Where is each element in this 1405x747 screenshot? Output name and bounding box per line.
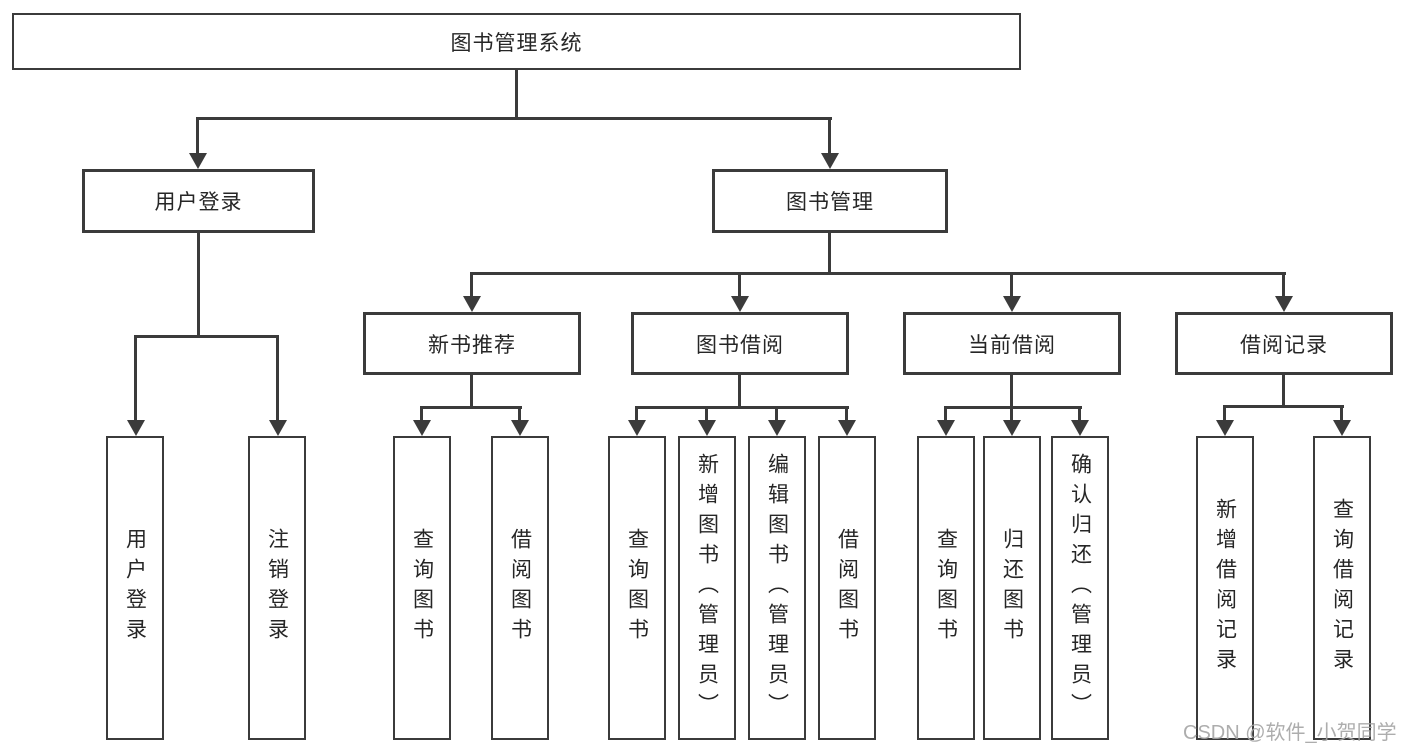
arrow-down-icon [1340, 405, 1343, 420]
leaf-confirm-return-admin-label: 确认归还（管理员） [1068, 453, 1092, 723]
leaf-logout-label: 注销登录 [265, 528, 289, 648]
node-user-login-label: 用户登录 [154, 191, 243, 214]
connector-line-horizontal [470, 272, 1286, 275]
leaf-query-books-current: 查询图书 [917, 436, 975, 740]
arrow-down-icon [470, 272, 473, 296]
arrow-down-icon [1010, 406, 1013, 420]
csdn-watermark: CSDN @软件_小贺同学 [1183, 722, 1397, 744]
connector-line-horizontal [944, 406, 1082, 409]
arrow-down-icon [1223, 405, 1226, 420]
arrow-down-icon [420, 406, 423, 420]
node-borrowing-records-label: 借阅记录 [1240, 333, 1328, 357]
arrow-down-icon [705, 406, 708, 420]
connector-line-horizontal [197, 117, 832, 120]
node-root-system: 图书管理系统 [12, 13, 1021, 70]
leaf-query-books-borrowing-label: 查询图书 [625, 528, 649, 648]
connector-line-horizontal [1223, 405, 1344, 408]
node-book-borrowing-label: 图书借阅 [696, 333, 784, 357]
node-root-label: 图书管理系统 [450, 31, 583, 55]
leaf-return-book-label: 归还图书 [1000, 528, 1024, 648]
connector-line-vertical [197, 233, 200, 335]
leaf-return-book: 归还图书 [983, 436, 1041, 740]
leaf-add-borrow-record: 新增借阅记录 [1196, 436, 1254, 740]
node-new-book-recommend: 新书推荐 [363, 312, 581, 375]
node-book-management: 图书管理 [712, 169, 948, 233]
arrow-down-icon [134, 335, 137, 420]
connector-line-vertical [1010, 375, 1013, 406]
node-current-borrowing-label: 当前借阅 [968, 333, 1056, 357]
leaf-edit-book-admin-label: 编辑图书（管理员） [765, 453, 789, 723]
leaf-query-borrow-record: 查询借阅记录 [1313, 436, 1371, 740]
node-borrowing-records: 借阅记录 [1175, 312, 1393, 375]
leaf-query-books-recommend-label: 查询图书 [410, 528, 434, 648]
leaf-add-borrow-record-label: 新增借阅记录 [1213, 498, 1237, 678]
leaf-user-login-label: 用户登录 [123, 528, 147, 648]
node-book-management-label: 图书管理 [786, 191, 874, 214]
connector-line-horizontal [420, 406, 522, 409]
arrow-down-icon [635, 406, 638, 420]
node-user-login: 用户登录 [82, 169, 315, 233]
leaf-query-borrow-record-label: 查询借阅记录 [1330, 498, 1354, 678]
connector-line-vertical [828, 233, 831, 275]
leaf-edit-book-admin: 编辑图书（管理员） [748, 436, 806, 740]
leaf-user-login: 用户登录 [106, 436, 164, 740]
arrow-down-icon [828, 117, 831, 153]
arrow-down-icon [276, 335, 279, 420]
arrow-down-icon [845, 406, 848, 420]
node-new-book-recommend-label: 新书推荐 [428, 333, 516, 357]
arrow-down-icon [944, 406, 947, 420]
connector-line-horizontal [635, 406, 849, 409]
leaf-query-books-current-label: 查询图书 [934, 528, 958, 648]
leaf-query-books-recommend: 查询图书 [393, 436, 451, 740]
connector-line-vertical [738, 375, 741, 406]
leaf-add-book-admin-label: 新增图书（管理员） [695, 453, 719, 723]
connector-line-vertical [1282, 375, 1285, 405]
leaf-borrow-book-label: 借阅图书 [835, 528, 859, 648]
leaf-confirm-return-admin: 确认归还（管理员） [1051, 436, 1109, 740]
arrow-down-icon [196, 117, 199, 153]
connector-line-vertical [470, 375, 473, 406]
arrow-down-icon [738, 272, 741, 296]
connector-line-horizontal [134, 335, 279, 338]
leaf-add-book-admin: 新增图书（管理员） [678, 436, 736, 740]
arrow-down-icon [1282, 272, 1285, 296]
leaf-logout: 注销登录 [248, 436, 306, 740]
node-book-borrowing: 图书借阅 [631, 312, 849, 375]
arrow-down-icon [518, 406, 521, 420]
arrow-down-icon [775, 406, 778, 420]
leaf-borrow-book: 借阅图书 [818, 436, 876, 740]
leaf-borrow-books-recommend: 借阅图书 [491, 436, 549, 740]
arrow-down-icon [1010, 272, 1013, 296]
leaf-query-books-borrowing: 查询图书 [608, 436, 666, 740]
arrow-down-icon [1078, 406, 1081, 420]
connector-line-vertical [515, 70, 518, 117]
node-current-borrowing: 当前借阅 [903, 312, 1121, 375]
leaf-borrow-books-recommend-label: 借阅图书 [508, 528, 532, 648]
